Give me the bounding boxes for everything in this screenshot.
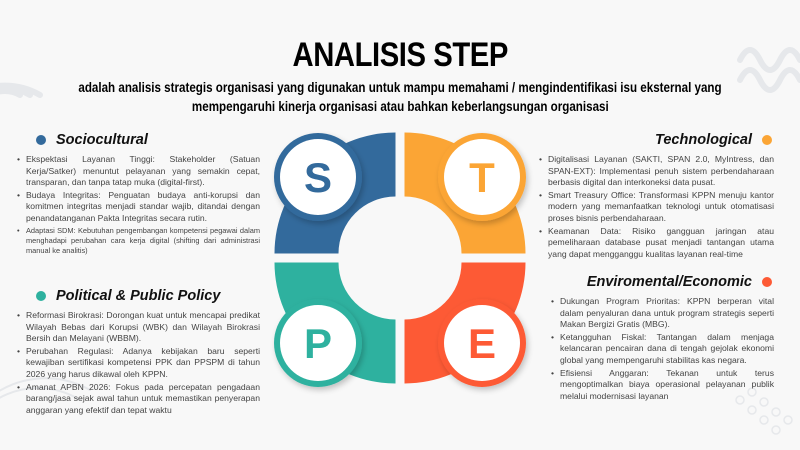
bullet-dot-icon	[762, 277, 772, 287]
list-item: Ekspektasi Layanan Tinggi: Stakeholder (…	[17, 154, 260, 189]
page-subtitle: adalah analisis strategis organisasi yan…	[78, 80, 722, 114]
list-item: Amanat APBN 2026: Fokus pada percepatan …	[17, 382, 260, 417]
list-item: Efisiensi Anggaran: Tekanan untuk terus …	[551, 368, 774, 403]
bullet-dot-icon	[36, 291, 46, 301]
circle-s	[274, 133, 362, 221]
list-item: Digitalisasi Layanan (SAKTI, SPAN 2.0, M…	[539, 154, 774, 189]
list-item: Ketangguhan Fiskal: Tantangan dalam menj…	[551, 332, 774, 367]
technological-section: Technological Digitalisasi Layanan (SAKT…	[538, 130, 774, 261]
circle-e	[438, 299, 526, 387]
list-item: Reformasi Birokrasi: Dorongan kuat untuk…	[17, 310, 260, 345]
section-heading: Sociocultural	[56, 132, 148, 148]
bullet-dot-icon	[762, 135, 772, 145]
list-item: Keamanan Data: Risiko gangguan jaringan …	[539, 226, 774, 261]
letter-p: P	[304, 320, 332, 367]
list-item: Dukungan Program Prioritas: KPPN berpera…	[551, 296, 774, 331]
section-heading: Enviromental/Economic	[586, 274, 752, 290]
list-item: Budaya Integritas: Penguatan budaya anti…	[17, 190, 260, 225]
political-section: Political & Public Policy Reformasi Biro…	[16, 286, 260, 417]
list-item: Smart Treasury Office: Transformasi KPPN…	[539, 190, 774, 225]
section-heading: Technological	[655, 132, 752, 148]
bullet-dot-icon	[36, 135, 46, 145]
page-title: ANALISIS STEP	[292, 36, 508, 74]
letter-t: T	[469, 154, 495, 201]
section-heading: Political & Public Policy	[56, 288, 221, 304]
list-item: Adaptasi SDM: Kebutuhan pengembangan kom…	[17, 226, 260, 257]
environmental-section: Enviromental/Economic Dukungan Program P…	[550, 272, 774, 403]
circle-t	[438, 133, 526, 221]
list-item: Perubahan Regulasi: Adanya kebijakan bar…	[17, 346, 260, 381]
circle-p	[274, 299, 362, 387]
sociocultural-section: Sociocultural Ekspektasi Layanan Tinggi:…	[16, 130, 260, 258]
letter-s: S	[304, 154, 332, 201]
letter-e: E	[468, 320, 496, 367]
